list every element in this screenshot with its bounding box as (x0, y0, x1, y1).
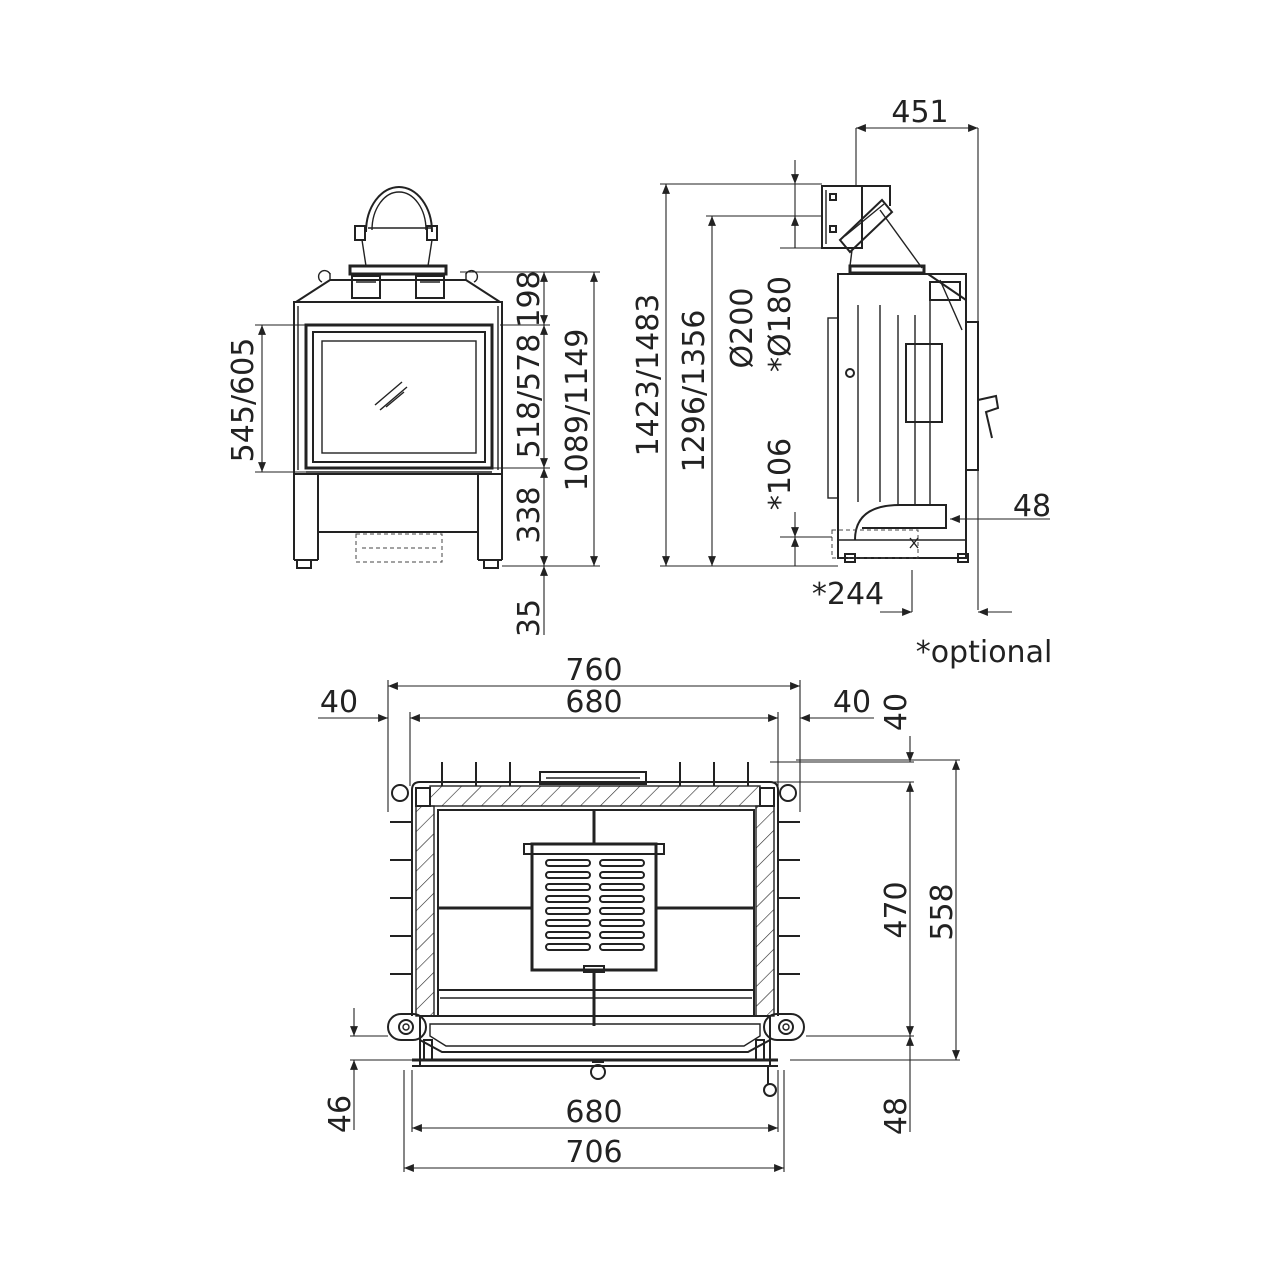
dim-opening-height: 545/605 (226, 338, 261, 463)
dim-height-flue-short: 1296/1356 (677, 310, 712, 473)
dim-flue-diameter-optional: *Ø180 (763, 276, 798, 372)
dim-width-top: 198 (512, 270, 547, 327)
dim-depth-top: 451 (891, 95, 948, 130)
dim-flue-diameter: Ø200 (725, 288, 760, 369)
dim-total-height-flue: 1423/1483 (631, 294, 666, 457)
top-view: 760 680 40 40 40 470 558 46 48 680 706 (318, 653, 960, 1172)
dim-optional-244: *244 (812, 577, 884, 612)
dim-inner-width: 680 (565, 685, 622, 720)
dim-bottom-overall: 706 (565, 1135, 622, 1170)
dim-bottom-left: 46 (323, 1095, 358, 1133)
dim-left-margin: 40 (320, 685, 358, 720)
flue-dome (348, 186, 448, 276)
dim-48-side: 48 (1013, 489, 1051, 524)
dim-bottom-right: 48 (879, 1097, 914, 1135)
dim-door-height: 518/578 (512, 334, 547, 459)
dim-top-margin: 40 (879, 693, 914, 731)
stove-legs (293, 474, 503, 569)
dim-total-height: 1089/1149 (560, 329, 595, 492)
dim-right-margin: 40 (833, 685, 871, 720)
dim-overall-width: 760 (565, 653, 622, 688)
stove-body (293, 301, 503, 475)
grate-slots (545, 859, 645, 951)
side-view: 451 1423/1483 1296/1356 Ø200 *Ø180 *106 … (631, 95, 1051, 616)
flue-pipe-side (821, 185, 926, 275)
dim-overall-depth: 558 (925, 883, 960, 940)
dim-optional-106: *106 (763, 438, 798, 510)
stove-hood (295, 269, 501, 303)
front-view: 545/605 198 518/578 338 1089/1149 35 (226, 186, 600, 637)
dim-inner-depth: 470 (879, 881, 914, 938)
dim-bottom-inner: 680 (565, 1095, 622, 1130)
housing (387, 771, 805, 1097)
dim-feet: 35 (512, 599, 547, 637)
optional-note: *optional (916, 635, 1053, 670)
dim-base-height: 338 (512, 486, 547, 543)
